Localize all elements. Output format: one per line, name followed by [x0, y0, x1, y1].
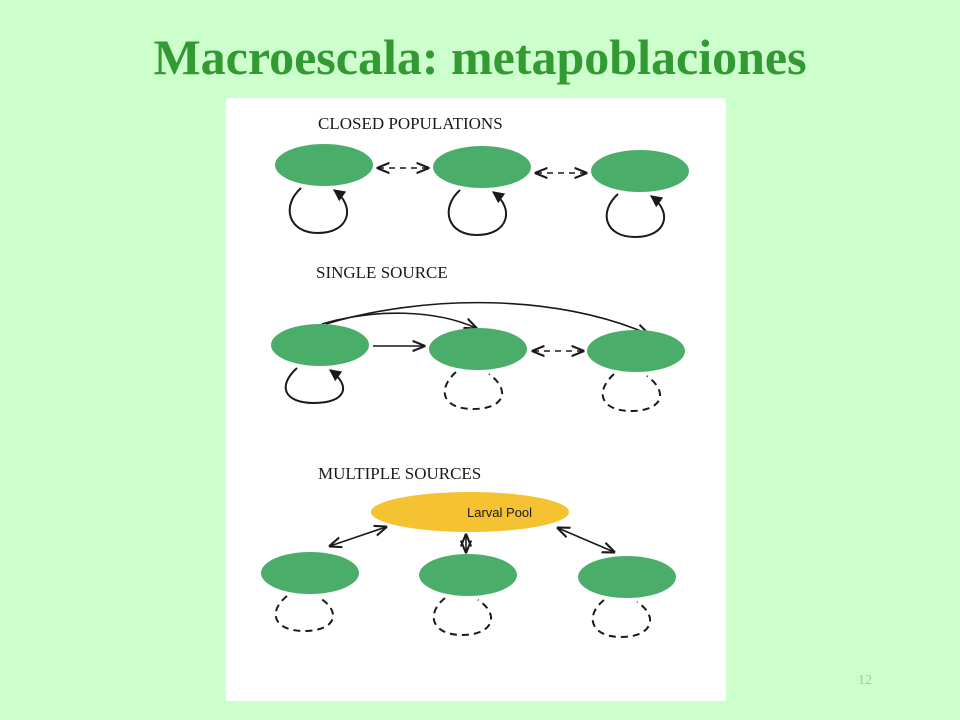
metapopulation-diagram: CLOSED POPULATIONS SINGLE SOURCE [261, 114, 689, 639]
weak-self-recruitment-loop [443, 371, 503, 411]
metapopulation-figure: CLOSED POPULATIONS SINGLE SOURCE [226, 98, 726, 701]
multiple-sources-group: Larval Pool [261, 492, 676, 639]
bidirectional-arrow [330, 527, 386, 546]
self-recruitment-loop [284, 367, 344, 405]
population-node [419, 554, 517, 596]
heading-single-source: SINGLE SOURCE [316, 263, 448, 282]
single-source-group [271, 301, 685, 413]
weak-self-recruitment-loop [274, 595, 334, 633]
population-node [275, 144, 373, 186]
sink-population-node [429, 328, 527, 370]
self-recruitment-loop [605, 193, 666, 239]
source-population-node [271, 324, 369, 366]
weak-self-recruitment-loop [601, 373, 661, 413]
dispersal-arrow [321, 312, 476, 328]
self-recruitment-loop [447, 189, 508, 237]
heading-multiple-sources: MULTIPLE SOURCES [318, 464, 481, 483]
population-node [433, 146, 531, 188]
long-range-dispersal-arrow [325, 301, 648, 334]
heading-closed-populations: CLOSED POPULATIONS [318, 114, 503, 133]
population-node [578, 556, 676, 598]
population-node [261, 552, 359, 594]
bidirectional-arrow [558, 528, 614, 552]
weak-self-recruitment-loop [432, 597, 492, 637]
larval-pool-node [371, 492, 569, 532]
slide-number: 12 [858, 673, 872, 688]
weak-self-recruitment-loop [591, 599, 651, 639]
population-node [591, 150, 689, 192]
closed-populations-group [275, 144, 689, 239]
sink-population-node [587, 330, 685, 372]
slide-title: Macroescala: metapoblaciones [153, 29, 807, 85]
self-recruitment-loop [288, 187, 349, 235]
larval-pool-label: Larval Pool [467, 505, 532, 520]
